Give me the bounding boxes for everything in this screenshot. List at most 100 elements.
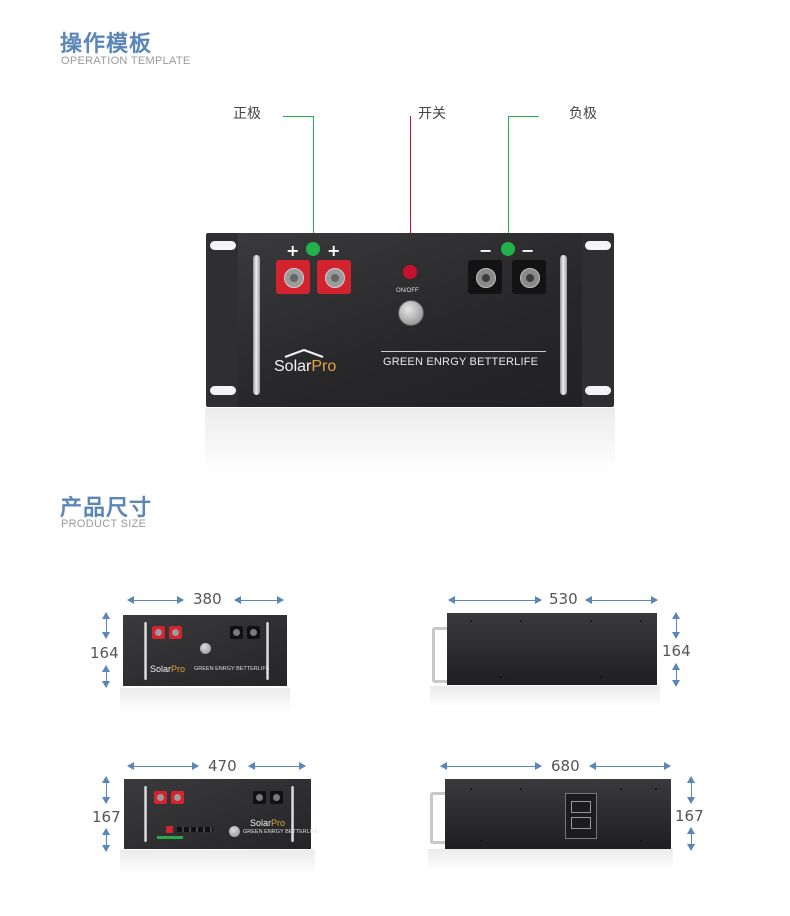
positive-marker-dot xyxy=(306,242,320,256)
small-logo-solar: Solar xyxy=(250,818,272,828)
small-brand-logo: SolarPro xyxy=(150,664,185,674)
width-arrow xyxy=(234,596,284,604)
floor-reflection xyxy=(428,849,673,871)
width-arrow xyxy=(127,762,199,770)
negative-sign: − xyxy=(521,241,535,260)
height-arrow xyxy=(102,665,110,688)
small-logo-solar: Solar xyxy=(150,664,172,674)
small-slogan: GREEN ENRGY BETTERLIFE xyxy=(194,666,270,672)
height-arrow xyxy=(102,828,110,852)
height-arrow xyxy=(102,612,110,639)
switch-label: ON/OFF xyxy=(396,288,419,294)
small-negative-terminal xyxy=(247,626,260,639)
power-switch-knob[interactable] xyxy=(398,300,424,326)
positive-terminal[interactable] xyxy=(276,260,310,294)
width-arrow xyxy=(127,596,184,604)
screw-hole xyxy=(520,620,522,622)
screw-hole xyxy=(470,620,472,622)
size-section-title: 产品尺寸 xyxy=(60,496,153,521)
positive-callout-label: 正极 xyxy=(233,106,261,122)
positive-callout-line-v xyxy=(313,116,314,244)
model-a-side-height-value: 164 xyxy=(662,642,691,660)
depth-arrow xyxy=(440,762,542,770)
bracket-slot xyxy=(585,386,611,395)
size-section-subtitle: PRODUCT SIZE xyxy=(61,518,147,530)
bracket-slot xyxy=(585,241,611,250)
negative-callout-line-v xyxy=(508,116,509,244)
screw-hole xyxy=(640,620,642,622)
screw-hole xyxy=(500,676,502,678)
operation-section-subtitle: OPERATION TEMPLATE xyxy=(61,55,191,67)
negative-sign: − xyxy=(479,241,493,260)
switch-marker-dot xyxy=(403,265,417,279)
side-panel-vent xyxy=(571,817,591,829)
operation-section-title: 操作模板 xyxy=(60,32,153,57)
negative-marker-dot xyxy=(501,242,515,256)
width-arrow xyxy=(248,762,306,770)
small-handle xyxy=(144,622,147,680)
small-positive-terminal xyxy=(152,626,165,639)
small-handle xyxy=(144,786,147,842)
negative-callout-line-h xyxy=(508,116,539,117)
comm-ports xyxy=(177,827,213,832)
logo-solar-text: Solar xyxy=(274,358,312,375)
small-handle xyxy=(291,786,294,842)
brand-logo: SolarPro xyxy=(274,358,336,376)
switch-callout-line xyxy=(410,116,411,266)
side-handle xyxy=(430,792,446,844)
positive-terminal[interactable] xyxy=(317,260,351,294)
small-switch-knob xyxy=(229,826,240,837)
height-arrow xyxy=(672,612,680,639)
left-handle xyxy=(253,255,260,395)
screw-hole xyxy=(640,840,642,842)
floor-reflection xyxy=(120,688,290,712)
logo-roof-icon xyxy=(284,348,324,358)
right-mount-bracket xyxy=(580,233,614,407)
screw-hole xyxy=(655,788,657,790)
model-b-side-view xyxy=(445,779,671,849)
small-positive-terminal xyxy=(154,791,167,804)
positive-callout-line-h xyxy=(283,116,314,117)
model-a-width-value: 380 xyxy=(193,590,222,608)
model-b-height-value: 167 xyxy=(92,808,121,826)
height-arrow xyxy=(687,776,695,804)
small-negative-terminal xyxy=(230,626,243,639)
small-negative-terminal xyxy=(253,791,266,804)
height-arrow xyxy=(672,663,680,687)
positive-sign: + xyxy=(286,241,300,260)
model-b-depth-value: 680 xyxy=(551,757,580,775)
small-switch-knob xyxy=(200,643,211,654)
side-panel-vent xyxy=(571,801,591,813)
bracket-slot xyxy=(210,386,236,395)
small-slogan: GREEN ENRGY BETTERLIFE xyxy=(243,829,319,835)
model-a-height-value: 164 xyxy=(90,644,119,662)
positive-sign: + xyxy=(327,241,341,260)
height-arrow xyxy=(102,776,110,804)
negative-terminal[interactable] xyxy=(512,260,546,294)
height-arrow xyxy=(687,827,695,851)
small-brand-logo: SolarPro xyxy=(250,818,285,828)
switch-callout-label: 开关 xyxy=(418,106,446,122)
depth-arrow xyxy=(585,596,658,604)
small-positive-terminal xyxy=(169,626,182,639)
side-handle xyxy=(432,627,447,683)
right-handle xyxy=(560,255,567,395)
small-logo-pro: Pro xyxy=(171,664,186,674)
battery-reflection xyxy=(205,408,615,473)
floor-reflection xyxy=(430,686,660,708)
screw-hole xyxy=(600,676,602,678)
small-negative-terminal xyxy=(270,791,283,804)
model-b-width-value: 470 xyxy=(208,757,237,775)
side-panel-cover xyxy=(565,793,597,839)
depth-arrow xyxy=(589,762,671,770)
logo-pro-text: Pro xyxy=(311,358,337,375)
slogan-rule xyxy=(381,351,546,352)
model-b-side-height-value: 167 xyxy=(675,807,704,825)
screw-hole xyxy=(620,788,622,790)
status-led xyxy=(166,826,173,833)
screw-hole xyxy=(520,788,522,790)
small-positive-terminal xyxy=(171,791,184,804)
small-logo-pro: Pro xyxy=(271,818,286,828)
negative-callout-label: 负极 xyxy=(569,106,597,122)
negative-terminal[interactable] xyxy=(468,260,502,294)
